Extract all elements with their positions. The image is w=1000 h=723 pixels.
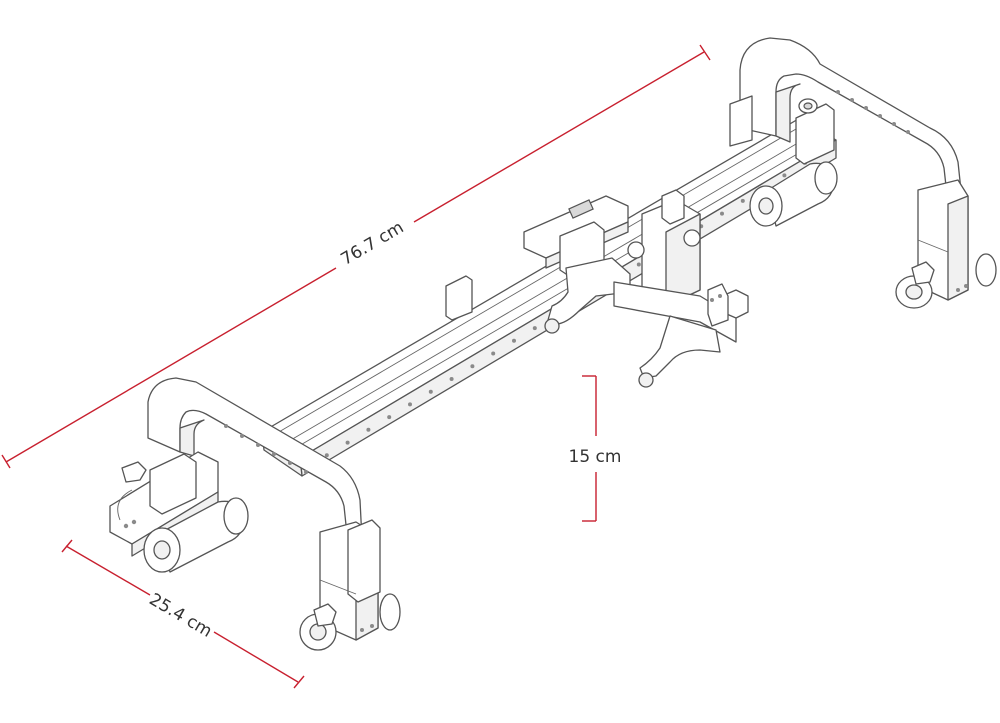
slider-rail [261, 117, 837, 477]
length-dimension-line-left [5, 267, 337, 463]
rail-hole [408, 402, 412, 407]
rail-hole [532, 326, 537, 331]
height-dimension-label: 15 cm [569, 447, 622, 467]
rail-hole [636, 262, 641, 267]
rail-hole [491, 351, 496, 356]
rail-hole [720, 211, 724, 216]
rail-hole [387, 415, 392, 420]
length-dimension-tick-end [699, 44, 711, 61]
near-end-frame [109, 377, 401, 651]
width-dimension-line-right [213, 631, 299, 683]
rail-hole [449, 377, 454, 381]
rail-hole [470, 364, 475, 369]
carriage [523, 189, 749, 388]
rail-hole [345, 440, 350, 445]
height-dimension: 15 cm [569, 375, 622, 522]
length-dimension-tick-start [1, 454, 11, 469]
rail-hole [740, 198, 745, 203]
rail-hole [782, 173, 787, 178]
rail-hole [366, 427, 371, 432]
length-dimension-label: 76.7 cm [338, 218, 408, 270]
rail-hole [512, 338, 516, 343]
width-dimension-tick-start [61, 539, 73, 553]
far-end-frame [729, 37, 997, 309]
rail-hole [428, 389, 433, 394]
rail-hole [324, 453, 329, 458]
width-dimension-label: 25.4 cm [146, 590, 216, 642]
length-dimension-line-right [413, 51, 705, 223]
width-dimension-line-left [65, 545, 151, 596]
rail-tab [445, 275, 473, 321]
width-dimension-tick-end [293, 675, 305, 689]
